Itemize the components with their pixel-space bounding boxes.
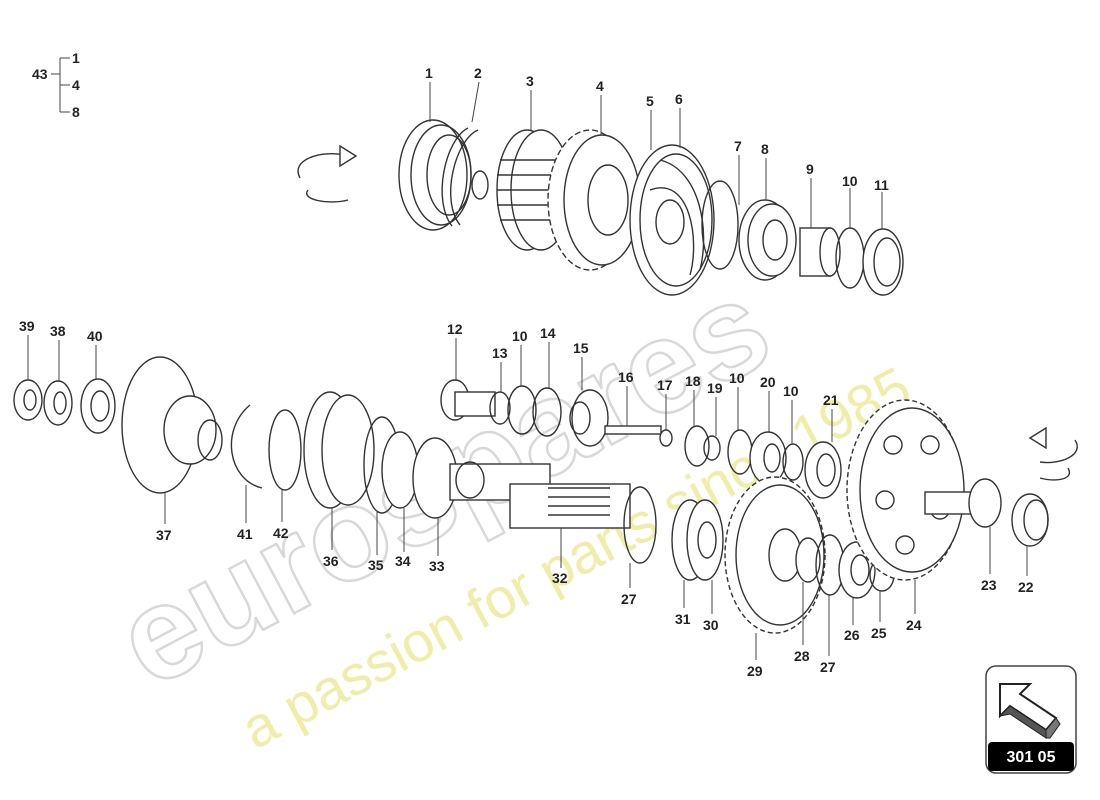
- part-20-bearing: [749, 431, 787, 485]
- label-5: 5: [646, 93, 654, 109]
- label-13: 13: [492, 345, 508, 361]
- part-10-circlip: [507, 385, 537, 435]
- part-1-ring: [398, 119, 472, 231]
- label-10: 10: [512, 328, 528, 344]
- part-15-sleeve: [569, 389, 609, 447]
- label-2: 2: [474, 65, 482, 81]
- label-10: 10: [729, 370, 745, 386]
- part-13-ring: [489, 391, 511, 425]
- label-11: 11: [874, 177, 889, 193]
- label-15: 15: [573, 340, 589, 356]
- lower-assembly: [13, 356, 1049, 634]
- label-38: 38: [50, 323, 66, 339]
- label-33: 33: [429, 558, 445, 574]
- label-23: 23: [981, 577, 997, 593]
- label-18: 18: [685, 373, 701, 389]
- part-32-splined-shaft: [509, 483, 631, 529]
- part-40-nut: [80, 378, 116, 434]
- part-42-ring: [268, 409, 302, 491]
- label-37: 37: [156, 527, 172, 543]
- part-14-ring: [532, 387, 562, 437]
- label-41: 41: [237, 526, 253, 542]
- part-38-washer: [43, 380, 73, 426]
- label-27: 27: [820, 659, 836, 675]
- label-21: 21: [823, 392, 839, 408]
- part-33-shaft: [412, 437, 551, 519]
- label-26: 26: [844, 627, 860, 643]
- label-24: 24: [906, 617, 922, 633]
- label-3: 3: [526, 73, 534, 89]
- label-14: 14: [540, 325, 556, 341]
- part-12-pinion: [440, 379, 496, 421]
- part-11-ring: [862, 228, 904, 296]
- label-29: 29: [747, 663, 763, 679]
- label-16: 16: [618, 369, 634, 385]
- legend-item: 1: [72, 50, 80, 66]
- label-30: 30: [703, 617, 719, 633]
- legend-main: 43: [32, 66, 48, 82]
- rotation-arrow-icon: [297, 144, 358, 203]
- legend: 43 1 4 8: [32, 50, 80, 120]
- label-32: 32: [552, 570, 568, 586]
- part-37-flange: [121, 356, 223, 494]
- part-9-sleeve: [799, 227, 841, 277]
- part-22-needle-bearing: [1011, 493, 1049, 547]
- part-31-bearing: [671, 499, 724, 581]
- part-34-bearing: [381, 431, 419, 509]
- legend-item: 8: [72, 104, 80, 120]
- part-2-snap-ring: [441, 127, 479, 227]
- label-40: 40: [87, 328, 103, 344]
- part-6-synchro: [629, 144, 715, 296]
- part-28-ring: [795, 537, 821, 583]
- label-22: 22: [1018, 579, 1034, 595]
- part-17-ball: [659, 429, 673, 447]
- label-17: 17: [657, 377, 673, 393]
- legend-item: 4: [72, 77, 80, 93]
- reference-number: 301 05: [1007, 749, 1056, 766]
- part-24-gear: [846, 399, 965, 581]
- label-8: 8: [761, 141, 769, 157]
- label-28: 28: [794, 648, 810, 664]
- rotation-arrow-icon: [1028, 426, 1078, 481]
- label-25: 25: [871, 625, 887, 641]
- part-4-gear: [547, 129, 641, 271]
- part-27-ring: [623, 486, 657, 564]
- callouts: 1 2 3 4 5 6 7 8 9 10 11 39 38 40 12 13 1…: [19, 65, 1034, 679]
- part-39-nut: [13, 379, 43, 421]
- label-4: 4: [596, 78, 604, 94]
- upper-assembly: [398, 119, 904, 296]
- part-16-pin: [604, 425, 662, 435]
- label-10: 10: [783, 383, 799, 399]
- label-39: 39: [19, 318, 35, 334]
- part-36-housing: [303, 391, 375, 509]
- label-20: 20: [760, 374, 776, 390]
- part-21-bearing: [804, 441, 842, 499]
- label-7: 7: [734, 138, 742, 154]
- label-6: 6: [675, 91, 683, 107]
- label-10: 10: [842, 173, 858, 189]
- label-1: 1: [425, 65, 433, 81]
- label-35: 35: [368, 557, 384, 573]
- part-29-gear: [724, 476, 826, 634]
- arrow-icon: [998, 683, 1061, 739]
- part-19-ring: [703, 435, 721, 461]
- part-18-ring: [684, 425, 710, 467]
- label-27: 27: [621, 591, 637, 607]
- label-31: 31: [675, 611, 691, 627]
- label-36: 36: [323, 553, 339, 569]
- label-9: 9: [806, 161, 814, 177]
- part-10-circlip: [782, 443, 804, 481]
- part-41-circlip: [230, 404, 263, 489]
- label-34: 34: [395, 553, 411, 569]
- reference-box: 301 05: [985, 665, 1077, 774]
- part-23-shaft: [924, 478, 1002, 528]
- label-12: 12: [447, 321, 463, 337]
- label-19: 19: [707, 380, 723, 396]
- label-42: 42: [273, 525, 289, 541]
- part-8-bearing: [738, 199, 797, 281]
- part-7-ring: [701, 180, 739, 270]
